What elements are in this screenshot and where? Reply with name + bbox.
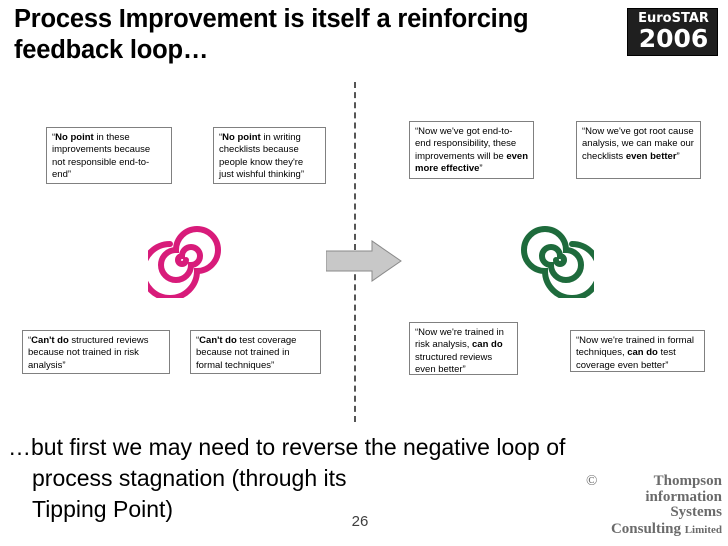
quote-open: “ [28,335,32,346]
callout-bold-text: No point [55,132,94,143]
eurostar-logo-year: 2006 [638,24,709,53]
callout-text-post: structured reviews even better” [415,351,493,376]
tis-logo-line-1: Thompson [653,473,722,489]
eurostar-logo-star: STAR [671,11,709,26]
callout-bold-text: can do [472,339,503,351]
eurostar-logo-euro: Euro [638,11,672,26]
callout-top-left-1: “No point in these improvements because … [46,127,172,184]
eurostar-logo-text: EuroSTAR [628,11,717,26]
tis-logo-consulting: Consulting [610,520,685,537]
quote-open: “ [582,126,586,137]
callout-bold-text: can do [627,347,658,359]
positive-loop-spiral-icon [521,226,594,298]
tis-logo-limited: Limited [684,523,722,536]
quote-open: “ [415,327,419,338]
callout-top-left-2: “No point in writing checklists because … [213,127,326,184]
bottom-paragraph-line-2: process stagnation (through its [32,465,347,491]
callout-bold-text: even more effective [415,150,528,175]
quote-open: “ [415,126,419,137]
callout-text: Now we've got end-to-end responsibility,… [415,126,517,162]
callout-top-right-1: “Now we've got end-to-end responsibility… [409,121,534,179]
callout-text: structured reviews because not trained i… [28,335,149,371]
tis-logo-line-4: Consulting Limited [586,521,722,539]
bottom-paragraph: …but first we may need to reverse the ne… [8,432,708,525]
callout-bottom-left-2: “Can't do test coverage because not trai… [190,330,321,374]
callout-text: Now we've got root cause analysis, we ca… [582,126,694,162]
bottom-paragraph-line-3: Tipping Point) [32,496,174,522]
copyright-symbol: © [586,473,598,489]
quote-close: ” [479,163,483,175]
callout-text: test coverage because not trained in for… [196,335,297,371]
right-arrow-icon [326,240,402,282]
quote-close: ” [676,150,680,162]
page-number: 26 [351,513,369,530]
quote-open: “ [219,132,223,143]
callout-top-right-2: “Now we've got root cause analysis, we c… [576,121,701,179]
callout-bold-text: Can't do [31,335,69,346]
callout-bottom-right-2: “Now we're trained in formal techniques,… [570,330,705,372]
callout-text-post: test coverage even better” [576,347,676,371]
page-title: Process Improvement is itself a reinforc… [14,5,529,64]
callout-bold-text: No point [222,132,261,143]
callout-text: in writing checklists because people kno… [219,132,305,181]
callout-bold-text: Can't do [199,335,237,346]
callout-bottom-left-1: “Can't do structured reviews because not… [22,330,170,374]
negative-loop-spiral-icon [148,226,221,298]
eurostar-2006-logo: EuroSTAR 2006 [627,8,718,56]
quote-open: “ [52,132,56,143]
tis-logo-line-3: Systems [670,504,722,520]
tis-logo-line-2: information [645,488,722,505]
callout-text: Now we're trained in risk analysis, [415,327,504,351]
callout-text: in these improvements because not respon… [52,132,151,181]
spiral-center-dot [553,257,559,263]
thompson-information-systems-logo: © Thompson information Systems Consultin… [586,473,722,539]
quote-open: “ [196,335,200,346]
callout-bottom-right-1: “Now we're trained in risk analysis, can… [409,322,518,375]
quote-open: “ [576,335,580,346]
spiral-center-dot [183,257,189,263]
callout-bold-text: even better [625,150,677,162]
bottom-paragraph-line-1: …but first we may need to reverse the ne… [8,434,566,460]
callout-text: Now we're trained in formal techniques, [576,335,694,359]
